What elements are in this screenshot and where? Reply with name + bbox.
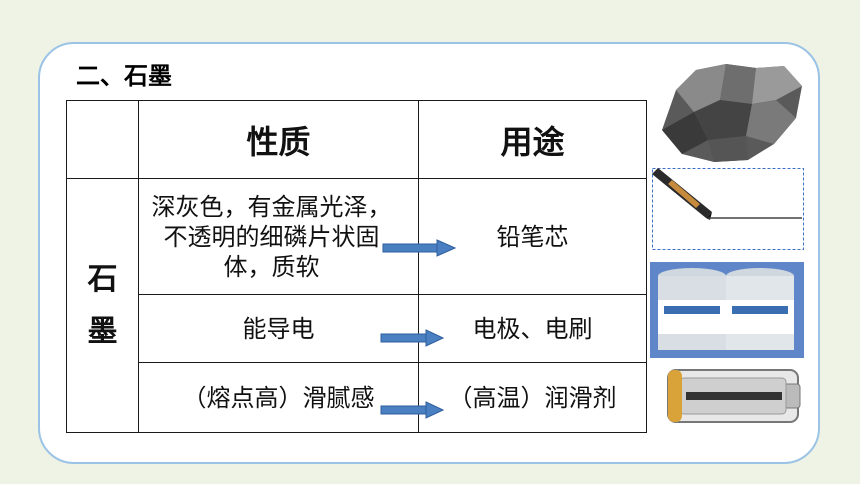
battery-cross-section-image	[667, 369, 801, 423]
empty-corner-cell	[66, 100, 139, 179]
subject-cell: 石 墨	[66, 178, 139, 433]
lubricant-cans-image	[650, 262, 804, 358]
arrow-right-icon	[380, 329, 444, 347]
graphite-rock-image	[662, 64, 802, 162]
arrow-right-icon	[380, 401, 444, 419]
table-row: 石 墨 深灰色，有金属光泽，不透明的细磷片状固体，质软 铅笔芯	[66, 178, 647, 433]
header-use: 用途	[418, 100, 647, 179]
subject-char-1: 石	[87, 261, 118, 297]
property-cell: （熔点高）滑腻感	[138, 362, 419, 433]
property-cell: 能导电	[138, 294, 419, 363]
use-cell: 铅笔芯	[418, 178, 647, 295]
table-header-row: 性质 用途	[66, 100, 647, 179]
arrow-right-icon	[382, 239, 456, 257]
subject-char-2: 墨	[87, 313, 118, 349]
property-cell: 深灰色，有金属光泽，不透明的细磷片状固体，质软	[138, 178, 419, 295]
section-title: 二、石墨	[76, 62, 172, 90]
use-cell: （高温）润滑剂	[418, 362, 647, 433]
use-cell: 电极、电刷	[418, 294, 647, 363]
table-row: （熔点高）滑腻感 （高温）润滑剂	[67, 362, 647, 433]
table-row: 能导电 电极、电刷	[67, 294, 647, 363]
properties-table: 性质 用途 石 墨 深灰色，有金属光泽，不透明的细磷片状固体，质软 铅笔芯 能导…	[66, 100, 647, 433]
header-property: 性质	[138, 100, 419, 179]
pencil-drawing-image	[652, 168, 804, 250]
